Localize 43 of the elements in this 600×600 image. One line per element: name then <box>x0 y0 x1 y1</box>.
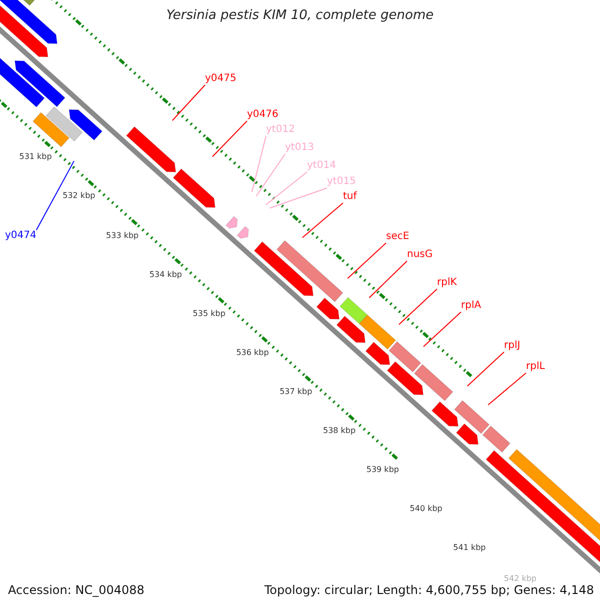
scale-label: 540 kbp <box>410 504 442 514</box>
gene-label: rplL <box>526 361 545 373</box>
leader-line <box>302 202 344 238</box>
scale-label: 534 kbp <box>149 270 182 280</box>
leader-line <box>212 120 248 158</box>
title: Yersinia pestis KIM 10, complete genome <box>165 8 435 23</box>
scale-label: 541 kbp <box>453 543 486 554</box>
leader-line <box>423 312 462 348</box>
gene-label: yt012 <box>266 124 295 136</box>
leader-line <box>172 84 206 121</box>
gene-label: y0476 <box>247 109 278 121</box>
genome-summary-text: Topology: circular; Length: 4,600,755 bp; Genes: 4,148 <box>264 583 594 597</box>
gene-label: yt013 <box>285 142 314 154</box>
scale-label: 538 kbp <box>322 426 356 436</box>
leader-line <box>398 288 438 326</box>
gene-label: yt015 <box>327 176 356 188</box>
gene-label: tuf <box>343 191 357 203</box>
gene-label: rplK <box>437 277 457 289</box>
scale-label: 536 kbp <box>236 348 269 358</box>
scale-label: 532 kbp <box>62 191 96 202</box>
leader-line <box>36 160 74 230</box>
leader-line <box>269 188 328 209</box>
gene-label: yt014 <box>307 160 336 172</box>
leader-line <box>368 260 408 298</box>
leader-line <box>256 154 286 197</box>
scale-label: 542 kbp <box>504 574 536 584</box>
scale-label: 533 kbp <box>106 230 139 241</box>
scale-label: 539 kbp <box>366 464 399 475</box>
gene-label: nusG <box>407 249 433 261</box>
leader-line <box>466 352 504 387</box>
leader-line <box>488 372 526 406</box>
scale-label: 537 kbp <box>280 386 312 397</box>
accession-text: Accession: NC_004088 <box>8 583 144 597</box>
gene-label: rplJ <box>504 340 520 352</box>
leader-line <box>251 136 266 193</box>
leader-line <box>347 242 386 279</box>
scale-label: 531 kbp <box>19 152 52 162</box>
gene-label: y0474 <box>5 230 36 242</box>
leader-line <box>265 172 308 206</box>
gene-label: rplA <box>461 300 482 312</box>
scale-label: 535 kbp <box>192 308 226 319</box>
gene-label: secE <box>386 231 410 243</box>
gene-label: y0475 <box>205 73 236 85</box>
